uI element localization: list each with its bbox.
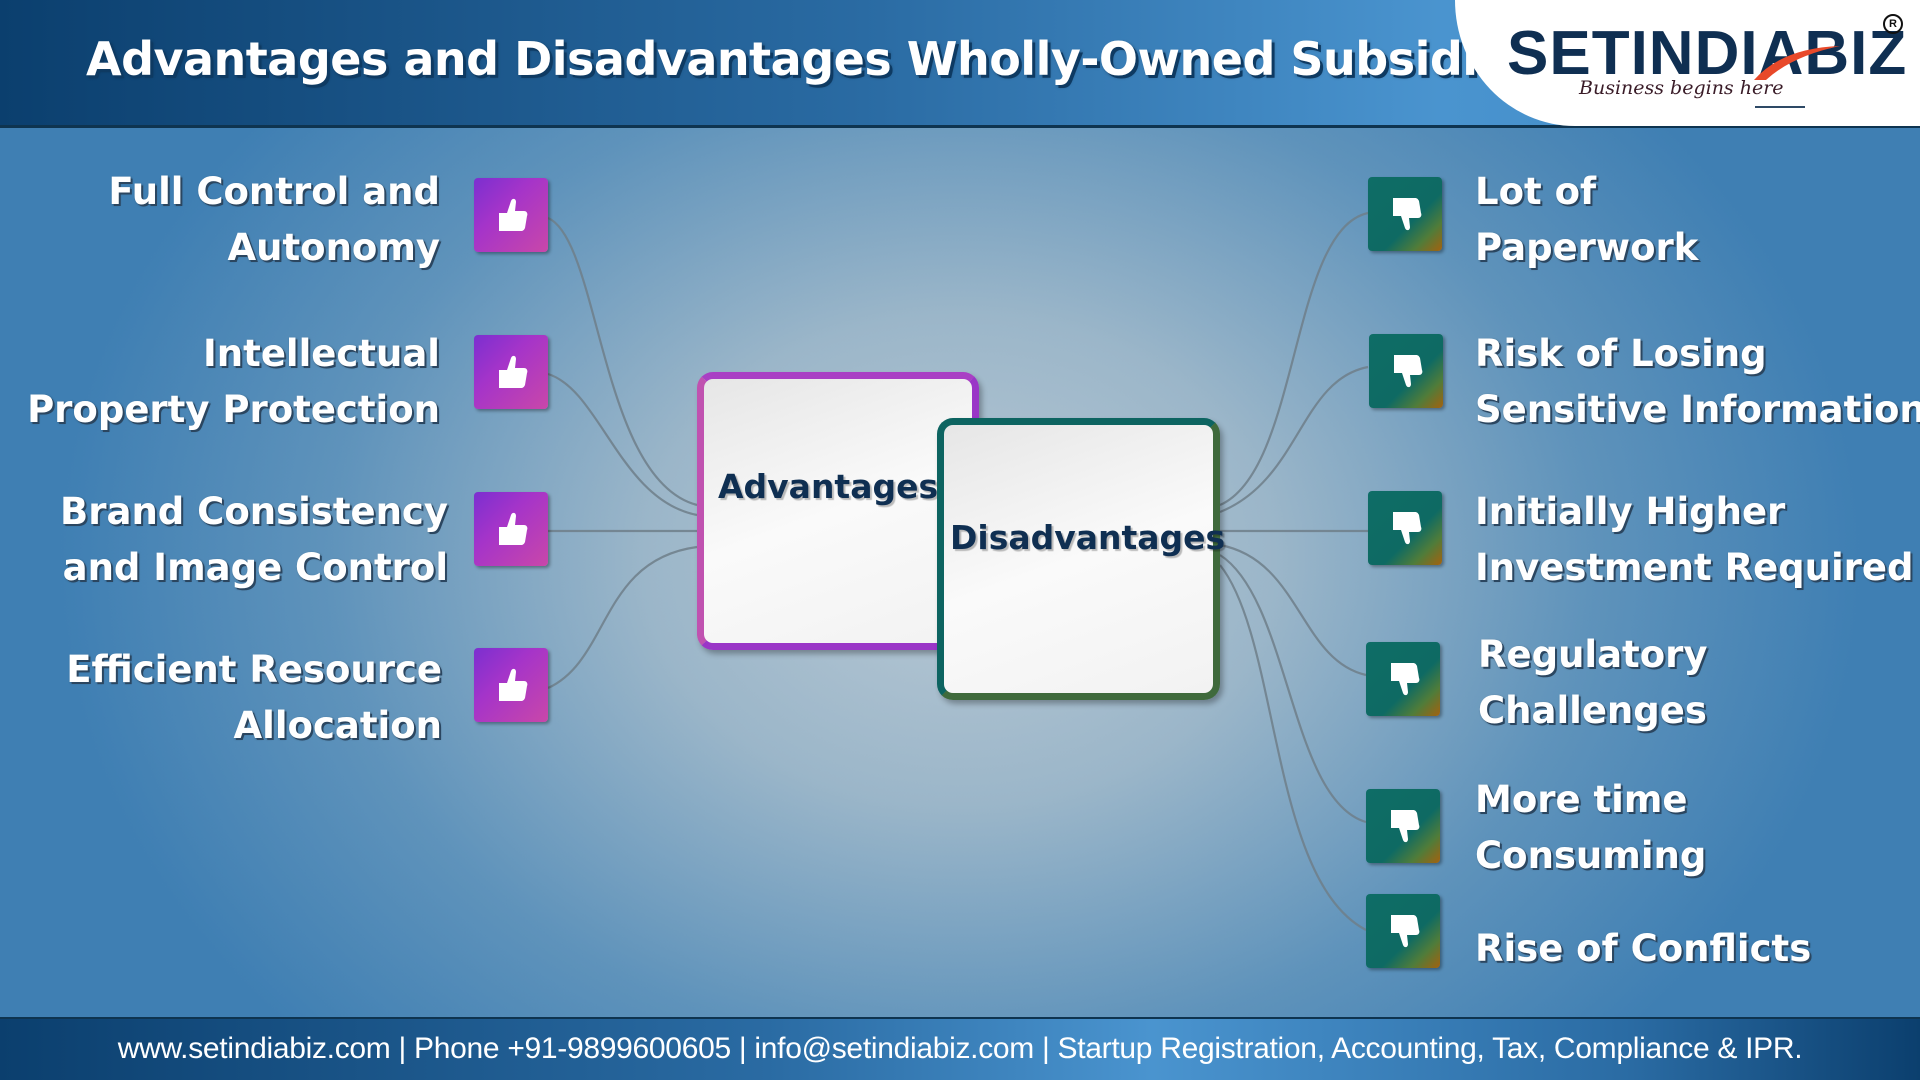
thumbs-up-icon	[474, 335, 548, 409]
advantages-box	[697, 372, 979, 650]
disadvantage-item: More time Consuming	[1475, 778, 1707, 877]
logo-tagline: Business begins here	[1579, 77, 1784, 99]
logo[interactable]: SETINDIABIZ R Business begins here	[1455, 0, 1920, 126]
thumbs-down-icon	[1366, 642, 1440, 716]
logo-brand-text: SETINDIABIZ	[1507, 19, 1908, 88]
advantage-item: Efficient Resource Allocation	[66, 648, 442, 747]
thumbs-down-icon	[1368, 491, 1442, 565]
disadvantage-item: Rise of Conflicts	[1475, 927, 1812, 970]
disadvantages-box	[937, 418, 1220, 700]
thumbs-down-icon	[1368, 177, 1442, 251]
disadvantage-item: Regulatory Challenges	[1478, 633, 1708, 732]
thumbs-down-icon	[1369, 334, 1443, 408]
advantages-label: Advantages	[718, 467, 939, 506]
thumbs-up-icon	[474, 648, 548, 722]
header-banner: Advantages and Disadvantages Wholly-Owne…	[0, 0, 1920, 128]
thumbs-down-icon	[1366, 789, 1440, 863]
advantage-item: Intellectual Property Protection	[27, 332, 440, 431]
disadvantage-item: Initially Higher Investment Required	[1475, 490, 1914, 589]
thumbs-down-icon	[1366, 894, 1440, 968]
disadvantages-label: Disadvantages	[950, 518, 1226, 557]
logo-swoosh-icon	[1754, 46, 1840, 80]
disadvantage-item: Risk of Losing Sensitive Information	[1475, 332, 1920, 431]
registered-mark-icon: R	[1883, 14, 1903, 34]
disadvantage-item: Lot of Paperwork	[1475, 170, 1699, 269]
advantage-item: Brand Consistency and Image Control	[60, 490, 448, 589]
thumbs-up-icon	[474, 492, 548, 566]
page-title: Advantages and Disadvantages Wholly-Owne…	[86, 32, 1560, 86]
footer-contact-text: www.setindiabiz.com | Phone +91-98996006…	[117, 1032, 1803, 1065]
thumbs-up-icon	[474, 178, 548, 252]
advantage-item: Full Control and Autonomy	[108, 170, 440, 269]
tagline-underline	[1755, 106, 1805, 108]
footer-banner: www.setindiabiz.com | Phone +91-98996006…	[0, 1017, 1920, 1080]
